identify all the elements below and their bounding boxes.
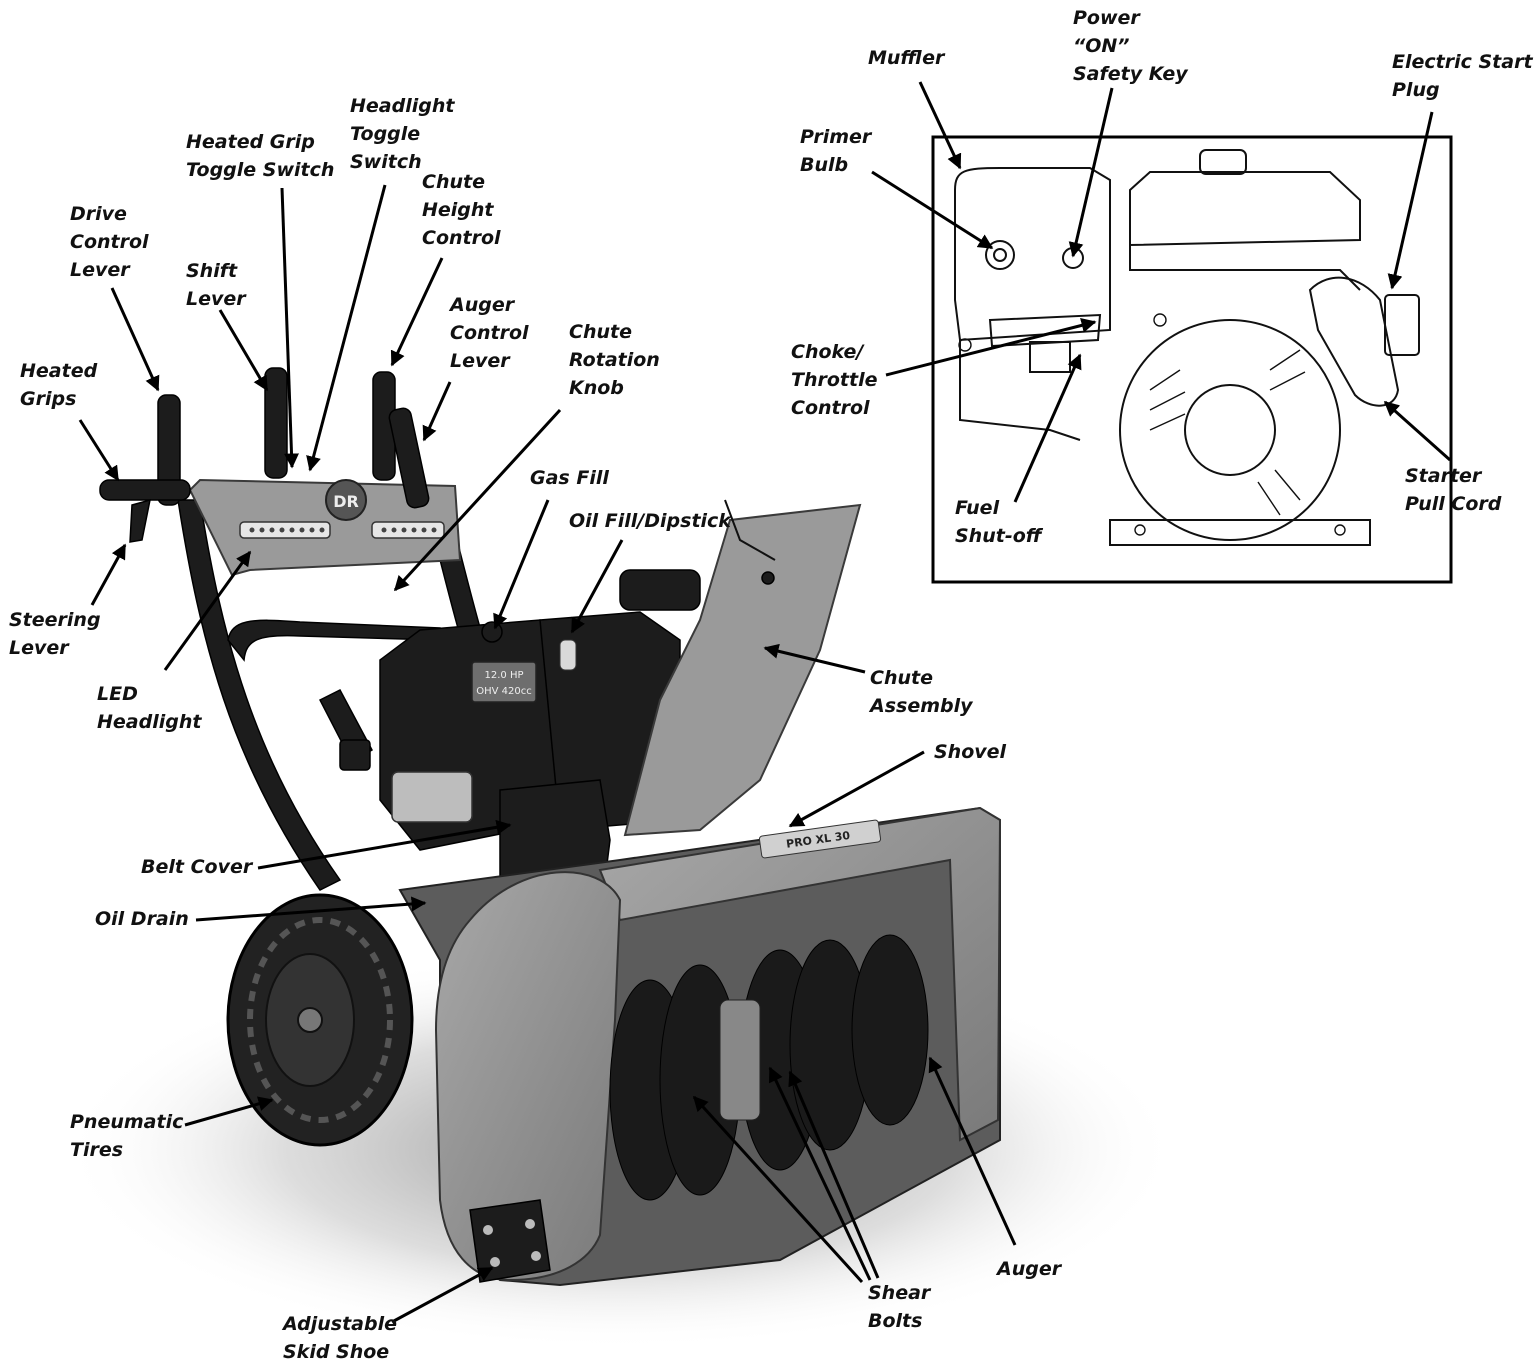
label-shear-bolts: Shear Bolts (868, 1282, 937, 1332)
engine-hp-label: 12.0 HP (485, 670, 524, 681)
control-console: DR (99, 367, 462, 577)
label-oil-fill-dipstick: Oil Fill/Dipstick (569, 510, 732, 532)
label-power-on-safety-key: Power “ON” Safety Key (1073, 7, 1189, 85)
wheel (226, 893, 414, 1147)
label-steering-lever: Steering Lever (9, 609, 107, 659)
label-auger-control-lever: Auger Control Lever (448, 294, 535, 372)
auger-housing: PRO XL 30 (398, 806, 1002, 1287)
snow-blower-illustration: DR 12.0 HP OHV 420cc (60, 367, 1180, 1350)
chute (623, 499, 862, 837)
label-chute-height-control: Chute Height Control (422, 171, 501, 249)
label-led-headlight: LED Headlight (97, 683, 202, 733)
label-muffler: Muffler (868, 47, 946, 69)
callout-labels: Heated Grip Toggle Switch Headlight Togg… (9, 7, 1537, 1363)
label-auger: Auger (995, 1258, 1063, 1280)
label-shovel: Shovel (934, 741, 1007, 763)
label-chute-assembly: Chute Assembly (868, 667, 974, 717)
brand-logo: DR (333, 492, 359, 511)
engine-inset-frame (931, 135, 1453, 584)
label-shift-lever: Shift Lever (186, 260, 247, 310)
label-adjustable-skid-shoe: Adjustable Skid Shoe (281, 1313, 404, 1363)
label-gas-fill: Gas Fill (530, 467, 609, 489)
label-fuel-shut-off: Fuel Shut-off (955, 497, 1044, 547)
label-heated-grips: Heated Grips (20, 360, 104, 410)
engine-model-label: OHV 420cc (476, 686, 532, 697)
label-electric-start-plug: Electric Start Plug (1392, 51, 1537, 101)
engine-inset (931, 135, 1453, 584)
label-heated-grip-toggle: Heated Grip Toggle Switch (186, 131, 334, 181)
label-belt-cover: Belt Cover (141, 856, 254, 878)
label-drive-control-lever: Drive Control Lever (70, 203, 155, 281)
label-oil-drain: Oil Drain (95, 908, 189, 930)
label-choke-throttle-control: Choke/ Throttle Control (791, 341, 884, 419)
label-starter-pull-cord: Starter Pull Cord (1405, 465, 1502, 515)
label-chute-rotation-knob: Chute Rotation Knob (569, 321, 666, 399)
label-headlight-toggle: Headlight Toggle Switch (350, 95, 461, 173)
label-pneumatic-tires: Pneumatic Tires (70, 1111, 190, 1161)
label-primer-bulb: Primer Bulb (800, 126, 878, 176)
callout-arrows (78, 81, 1451, 1324)
